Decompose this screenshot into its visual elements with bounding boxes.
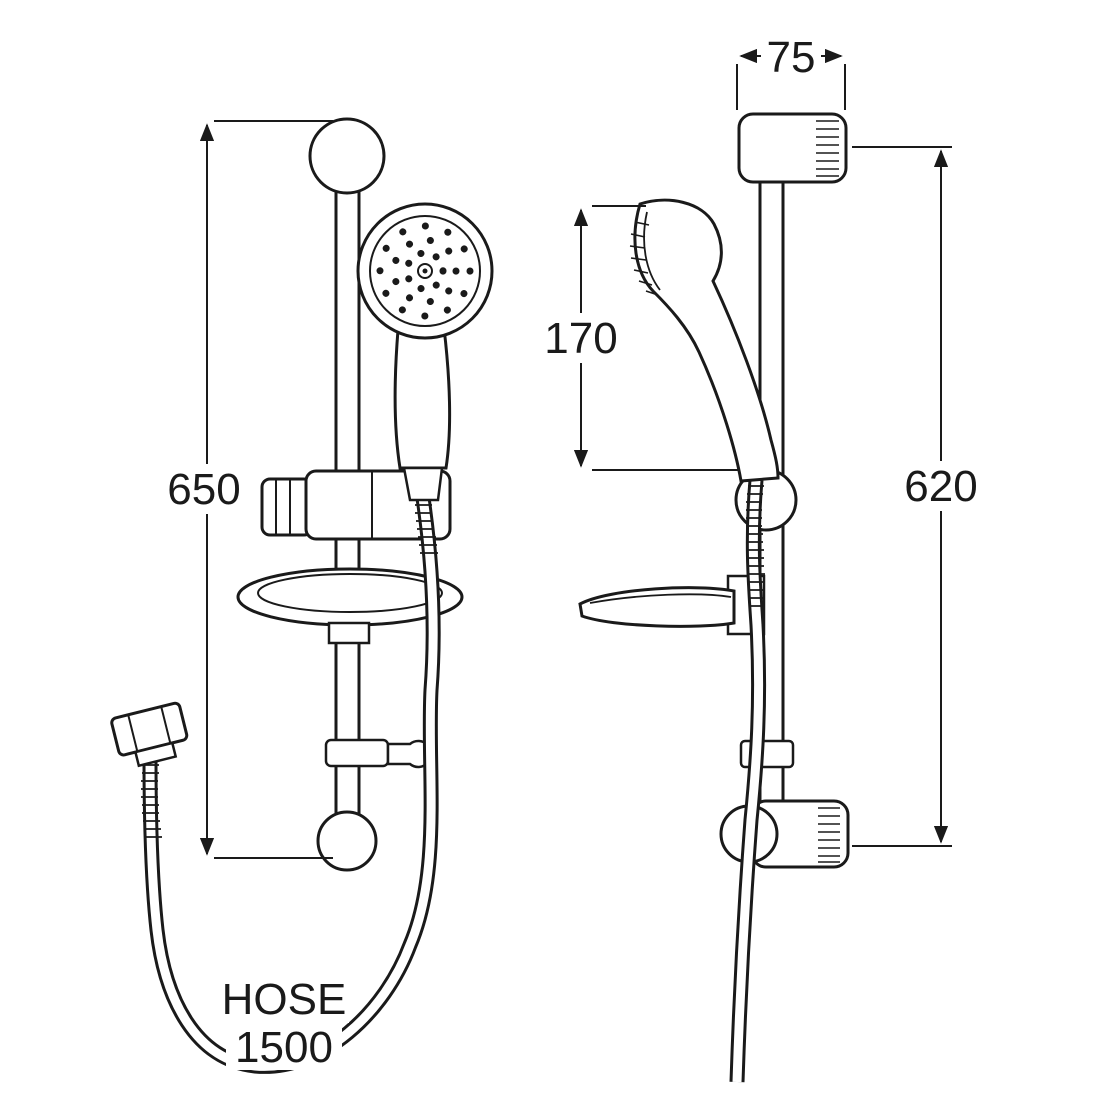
- hose-length-bg: [226, 1024, 342, 1070]
- dim-620-label: 620: [904, 462, 977, 511]
- wall-bracket-top: [737, 112, 848, 184]
- soap-dish-front-inner: [257, 573, 443, 613]
- handset-side: [633, 198, 780, 483]
- hose-body-front: [145, 497, 438, 1071]
- dim-620-label-bg: [903, 461, 979, 511]
- soap-dish-side-rim: [589, 593, 732, 604]
- shower-head-face-ring: [369, 215, 481, 327]
- hose-nut: [110, 701, 189, 768]
- dim-650-label: 650: [167, 465, 240, 514]
- nozzle-center-dot: [422, 268, 428, 274]
- nozzle-ring-outer: [376, 222, 474, 320]
- dimension-labels: 650 170 75 620 HOSE 1500: [166, 33, 979, 1072]
- nozzle-ring-inner: [403, 249, 447, 293]
- nozzle-center-ring: [417, 263, 433, 279]
- dim-170-label-bg: [543, 313, 619, 363]
- handset-handle-front: [393, 326, 452, 470]
- hose-nut-collar: [133, 741, 178, 768]
- knob-ridge-lines: [275, 479, 291, 535]
- soap-dish-side: [578, 586, 736, 628]
- dim-170-label: 170: [544, 314, 617, 363]
- hose-rib-lines-side: [746, 485, 765, 607]
- hose-nut-facets: [127, 706, 172, 752]
- hose-rib-lines-upper: [415, 504, 438, 554]
- wall-bracket-top-knurl: [816, 120, 839, 177]
- dim-650-label-bg: [166, 464, 242, 514]
- rail-clamp-front: [324, 738, 390, 768]
- handset-neck-front: [402, 466, 444, 502]
- hose-length-label: 1500: [235, 1023, 333, 1072]
- front-view: [110, 117, 494, 1074]
- hose-rib-lines-lower: [141, 764, 162, 838]
- hose-title-label: HOSE: [222, 975, 347, 1024]
- dim-75-label-bg: [761, 33, 821, 79]
- side-view: [578, 112, 850, 1083]
- dim-75-label: 75: [767, 33, 816, 82]
- nozzle-ring-middle: [390, 236, 460, 306]
- soap-dish-stem: [327, 621, 371, 645]
- rail-bottom-cap: [316, 810, 378, 872]
- hose-body-side: [732, 479, 764, 1083]
- hose-title-bg: [219, 975, 349, 1023]
- rail-top-cap: [308, 117, 386, 195]
- handset-face-hatch: [629, 221, 659, 296]
- shower-handset-front: [356, 202, 494, 502]
- wall-bracket-bottom-knurl: [818, 807, 840, 863]
- handset-face-edge: [643, 211, 661, 291]
